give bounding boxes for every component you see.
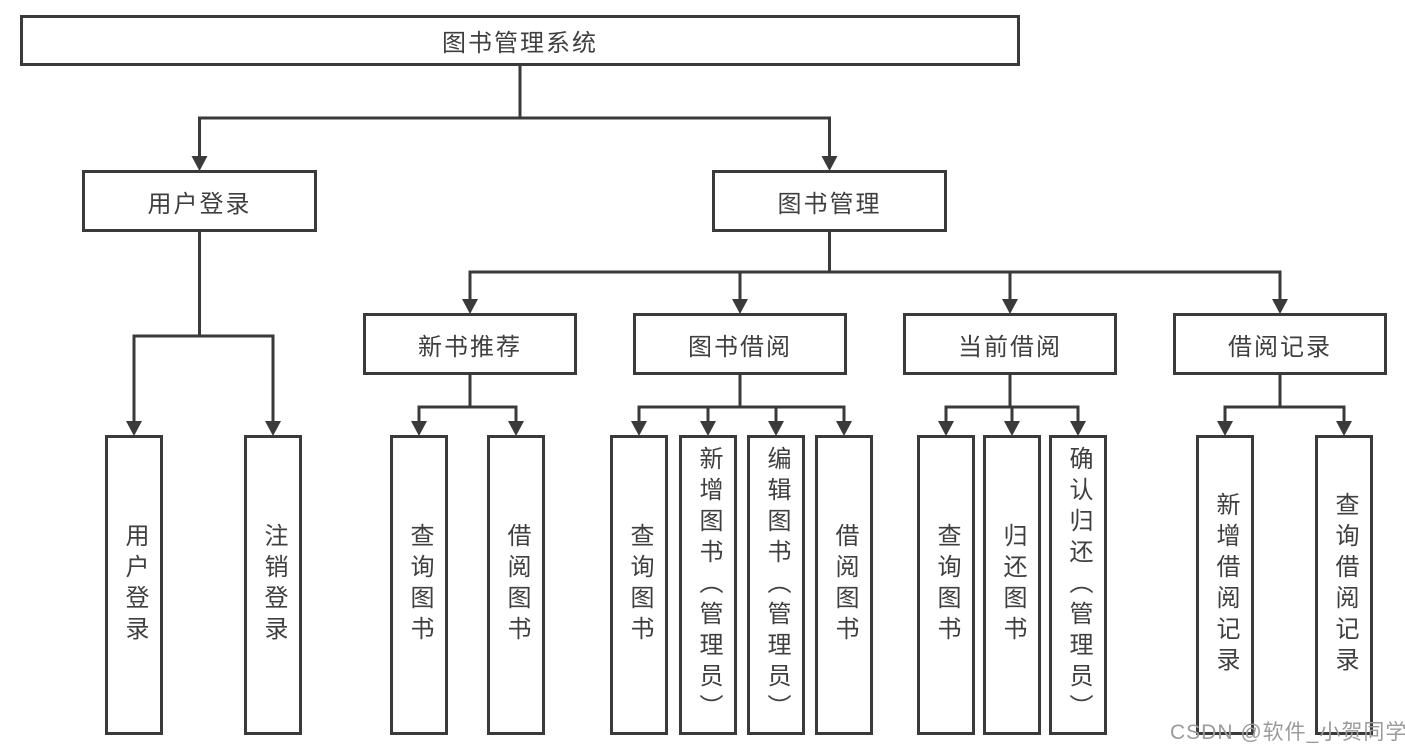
leaf-query-books-recommend: 查询图书 — [390, 435, 448, 735]
node-book-management-branch: 图书管理 — [712, 170, 947, 232]
leaf-query-books-borrow: 查询图书 — [610, 435, 668, 735]
connector-recommend-to-leaves — [411, 373, 524, 436]
leaf-query-borrow-record: 查询借阅记录 — [1315, 435, 1373, 735]
leaf-borrow-books-recommend: 借阅图书 — [487, 435, 545, 735]
node-user-login-branch: 用户登录 — [82, 170, 317, 232]
watermark-text: CSDN @软件_小贺同学 — [1170, 721, 1405, 744]
connector-root-to-branches — [191, 64, 838, 171]
node-book-borrow: 图书借阅 — [633, 313, 847, 375]
node-borrow-records: 借阅记录 — [1173, 313, 1387, 375]
leaf-edit-books-admin: 编辑图书（管理员） — [747, 435, 805, 735]
leaf-logout: 注销登录 — [244, 435, 302, 735]
leaf-query-books-current: 查询图书 — [917, 435, 975, 735]
leaf-add-books-admin: 新增图书（管理员） — [679, 435, 737, 735]
leaf-return-books: 归还图书 — [983, 435, 1041, 735]
leaf-borrow-books: 借阅图书 — [815, 435, 873, 735]
connector-user-login-to-leaves — [126, 230, 281, 436]
node-root-library-system: 图书管理系统 — [20, 15, 1020, 66]
node-current-borrow: 当前借阅 — [903, 313, 1117, 375]
leaf-confirm-return-admin: 确认归还（管理员） — [1049, 435, 1107, 735]
connector-records-to-leaves — [1217, 373, 1352, 436]
connector-borrow-to-leaves — [631, 373, 852, 436]
connector-book-mgmt-to-groups — [462, 230, 1288, 314]
leaf-add-borrow-record: 新增借阅记录 — [1196, 435, 1254, 735]
leaf-user-login: 用户登录 — [105, 435, 163, 735]
connector-current-to-leaves — [938, 373, 1086, 436]
node-new-book-recommend: 新书推荐 — [363, 313, 577, 375]
